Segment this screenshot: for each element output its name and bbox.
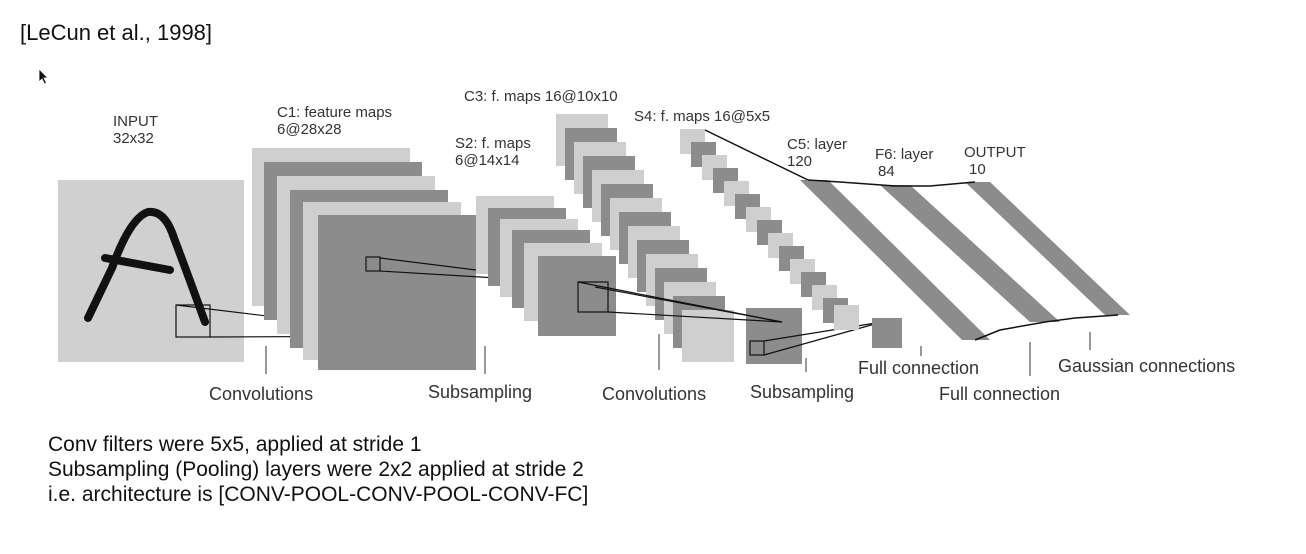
citation: [LeCun et al., 1998] bbox=[20, 20, 213, 45]
op-subsampling-2: Subsampling bbox=[750, 382, 854, 402]
s4-to-c5-line bbox=[704, 129, 809, 181]
op-full-connection-1: Full connection bbox=[858, 358, 979, 378]
conv2-projection-line bbox=[594, 286, 783, 323]
conv2-projection-line bbox=[607, 311, 783, 323]
c3-receptive-field bbox=[749, 340, 765, 356]
mouse-cursor-icon bbox=[38, 68, 49, 85]
op-gaussian-connections: Gaussian connections bbox=[1058, 356, 1235, 376]
input-name: INPUT bbox=[113, 113, 158, 130]
notes: Conv filters were 5x5, applied at stride… bbox=[48, 432, 588, 507]
input-receptive-field bbox=[175, 304, 211, 338]
s2-name: S2: f. maps bbox=[455, 135, 531, 152]
c5-dims: 120 bbox=[787, 153, 812, 170]
c1-feature-maps bbox=[252, 148, 476, 370]
s4-label: S4: f. maps 16@5x5 bbox=[634, 108, 770, 125]
c5-name: C5: layer bbox=[787, 136, 847, 153]
op-convolutions-1: Convolutions bbox=[209, 384, 313, 404]
op-convolutions-2: Convolutions bbox=[602, 384, 706, 404]
s2-dims: 6@14x14 bbox=[455, 152, 519, 169]
operation-tick-lines bbox=[265, 332, 1091, 376]
note-line-1: Conv filters were 5x5, applied at stride… bbox=[48, 433, 422, 456]
s2-receptive-field bbox=[577, 281, 609, 313]
c5-layer bbox=[800, 180, 990, 340]
f6-layer bbox=[880, 185, 1060, 322]
c1-receptive-field bbox=[365, 256, 381, 272]
s4-feature-maps bbox=[680, 129, 902, 348]
c3-label: C3: f. maps 16@10x10 bbox=[464, 88, 618, 105]
full-connection-lines bbox=[807, 179, 1119, 341]
op-full-connection-2: Full connection bbox=[939, 384, 1060, 404]
f6-dims: 84 bbox=[878, 163, 895, 180]
subsample2-projection-line bbox=[763, 321, 883, 342]
handwritten-a-glyph bbox=[84, 207, 209, 326]
output-layer bbox=[965, 182, 1130, 315]
input-image bbox=[58, 180, 244, 362]
output-name: OUTPUT bbox=[964, 144, 1026, 161]
c1-dims: 6@28x28 bbox=[277, 121, 341, 138]
c1-name: C1: feature maps bbox=[277, 104, 392, 121]
subsample2-projection-line bbox=[763, 321, 883, 356]
f6-name: F6: layer bbox=[875, 146, 933, 163]
note-line-2: Subsampling (Pooling) layers were 2x2 ap… bbox=[48, 458, 584, 481]
op-subsampling-1: Subsampling bbox=[428, 382, 532, 402]
input-dims: 32x32 bbox=[113, 130, 154, 147]
note-line-3: i.e. architecture is [CONV-POOL-CONV-POO… bbox=[48, 483, 589, 506]
c3-feature-maps bbox=[556, 114, 802, 364]
output-dims: 10 bbox=[969, 161, 986, 178]
s2-feature-maps bbox=[476, 196, 616, 336]
